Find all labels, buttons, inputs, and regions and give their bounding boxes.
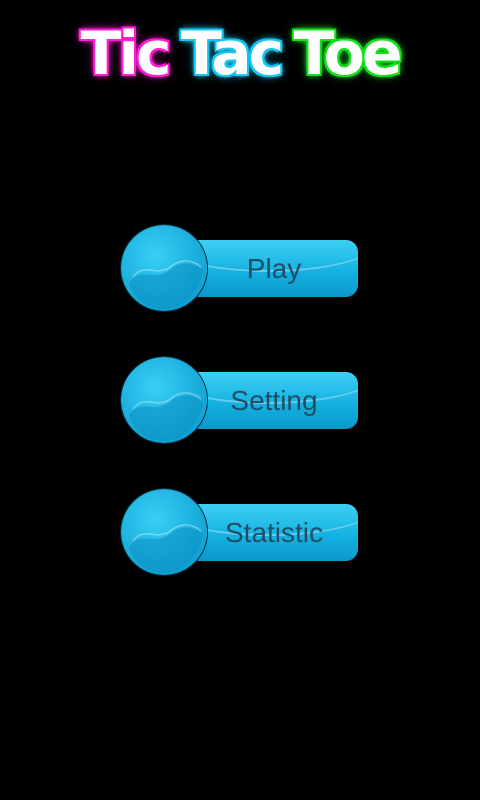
setting-button-bar — [180, 372, 358, 429]
title-word-toe: Toe — [293, 19, 403, 89]
game-title: Tic Tac Toe — [0, 14, 480, 94]
play-button[interactable]: Play — [120, 224, 360, 316]
title-word-tic: Tic — [80, 19, 171, 89]
statistic-button-label: Statistic — [224, 517, 324, 548]
title-word-tac: Tac — [180, 19, 284, 89]
setting-button[interactable]: Setting — [120, 356, 360, 448]
statistic-button-orb-icon — [120, 488, 208, 576]
play-button-label: Play — [246, 253, 302, 284]
statistic-button-bar — [180, 504, 358, 561]
statistic-button[interactable]: Statistic — [120, 488, 360, 580]
setting-button-orb-icon — [120, 356, 208, 444]
setting-button-label: Setting — [230, 385, 318, 416]
play-button-bar — [180, 240, 358, 297]
play-button-orb-icon — [120, 224, 208, 312]
